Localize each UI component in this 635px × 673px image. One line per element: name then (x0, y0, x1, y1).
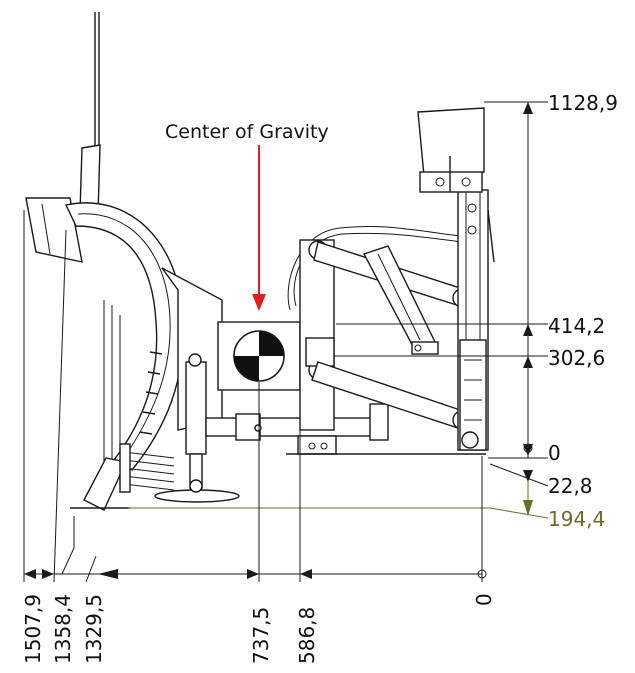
vdim-414-2: 414,2 (548, 314, 605, 338)
vertical-dimensions (128, 101, 549, 519)
hdim-1507-9: 1507,9 (21, 594, 45, 664)
hdim-1329-5: 1329,5 (82, 594, 106, 664)
vdim-194-4: 194,4 (548, 507, 605, 531)
vdim-0: 0 (548, 441, 561, 465)
cog-title: Center of Gravity (165, 121, 329, 143)
vdim-1128-9: 1128,9 (548, 91, 618, 115)
hdim-737-5: 737,5 (249, 607, 273, 664)
hdim-586-8: 586,8 (295, 607, 319, 664)
moldboard-slots (139, 351, 163, 435)
horizontal-dimensions (23, 210, 487, 583)
trip-springs (119, 443, 175, 493)
vdim-302-6: 302,6 (548, 346, 605, 370)
hdim-1358-4: 1358,4 (51, 594, 75, 664)
hdim-0: 0 (472, 593, 496, 606)
center-of-gravity-symbol (233, 330, 285, 382)
vdim-22-8: 22,8 (548, 474, 593, 498)
cog-arrow (252, 145, 266, 311)
